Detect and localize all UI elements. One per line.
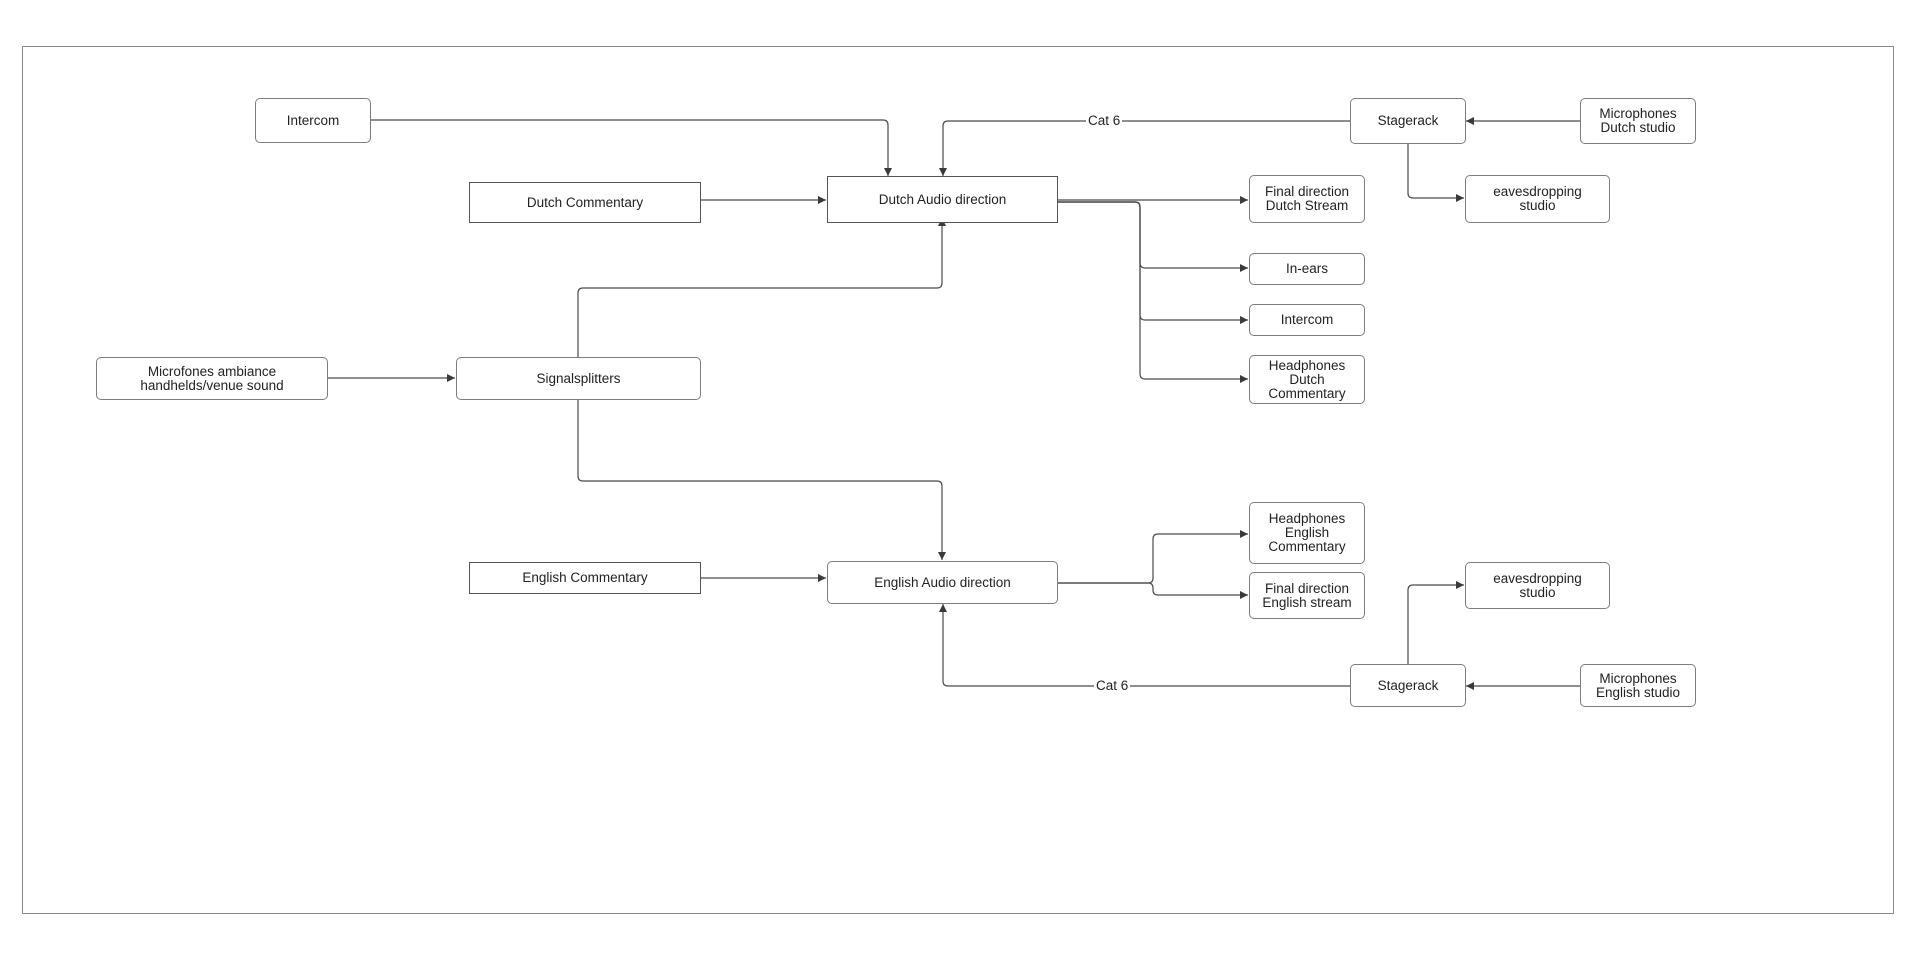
edge-stagerack-to-eavesdropping-top [1407,144,1464,202]
node-label: Dutch Commentary [526,194,644,210]
node-final-direction-dutch-stream[interactable]: Final direction Dutch Stream [1249,175,1365,223]
node-label: Microfones ambiance handhelds/venue soun… [140,363,284,393]
edge-english-audio-to-headphones-english [1058,530,1248,584]
edge-intercom-to-dutch-audio [370,119,892,176]
edge-dutch-audio-to-intercom [1047,201,1248,324]
node-intercom-top[interactable]: Intercom [255,98,371,143]
node-label: Intercom [1280,312,1334,327]
edge-dutch-audio-to-in-ears [1047,201,1248,272]
node-headphones-dutch-commentary[interactable]: Headphones Dutch Commentary [1249,355,1365,404]
edge-dutch-audio-to-headphones-dutch [1047,201,1248,383]
node-label: Dutch Audio direction [878,191,1007,207]
node-label: Signalsplitters [536,370,621,386]
node-label: Final direction English stream [1262,580,1352,610]
edge-stagerack-to-eavesdropping-bottom [1407,581,1464,664]
edge-stagerack-to-dutch-audio [939,120,1350,176]
edge-english-audio-to-final-english [1058,582,1248,599]
edge-label-cat6-bottom: Cat 6 [1094,678,1131,693]
node-english-audio-direction[interactable]: English Audio direction [827,561,1058,604]
diagram-canvas-frame [22,46,1894,914]
node-headphones-english-commentary[interactable]: Headphones English Commentary [1249,502,1365,564]
edge-label-cat6-top: Cat 6 [1086,113,1123,128]
node-label: Headphones English Commentary [1268,511,1346,554]
node-microphones-english-studio[interactable]: Microphones English studio [1580,664,1696,707]
edge-signalsplitters-to-english-audio [577,400,946,560]
node-label: English Commentary [522,570,648,585]
node-intercom-right[interactable]: Intercom [1249,304,1365,336]
node-english-commentary[interactable]: English Commentary [469,562,701,594]
node-label: Stagerack [1377,677,1439,693]
node-stagerack-bottom[interactable]: Stagerack [1350,664,1466,707]
edge-stagerack-to-english-audio [939,604,1350,687]
node-label: Headphones Dutch Commentary [1268,357,1346,401]
node-label: Final direction Dutch Stream [1264,184,1350,213]
node-eavesdropping-studio-bottom[interactable]: eavesdropping studio [1465,562,1610,609]
edge-signalsplitters-to-dutch-audio [577,218,946,357]
node-signalsplitters[interactable]: Signalsplitters [456,357,701,400]
node-label: Microphones Dutch studio [1599,106,1677,135]
node-dutch-audio-direction[interactable]: Dutch Audio direction [827,176,1058,223]
node-label: eavesdropping studio [1493,184,1582,213]
node-in-ears[interactable]: In-ears [1249,253,1365,285]
node-microfones-ambiance[interactable]: Microfones ambiance handhelds/venue soun… [96,357,328,400]
node-label: Intercom [286,112,340,128]
node-label: eavesdropping studio [1493,570,1582,600]
node-label: Microphones English studio [1595,670,1681,700]
node-label: Stagerack [1377,113,1439,128]
node-dutch-commentary[interactable]: Dutch Commentary [469,182,701,223]
node-final-direction-english-stream[interactable]: Final direction English stream [1249,572,1365,619]
node-eavesdropping-studio-top[interactable]: eavesdropping studio [1465,175,1610,223]
node-stagerack-top[interactable]: Stagerack [1350,98,1466,144]
node-label: In-ears [1285,261,1329,276]
node-label: English Audio direction [874,574,1011,590]
node-microphones-dutch-studio[interactable]: Microphones Dutch studio [1580,98,1696,144]
